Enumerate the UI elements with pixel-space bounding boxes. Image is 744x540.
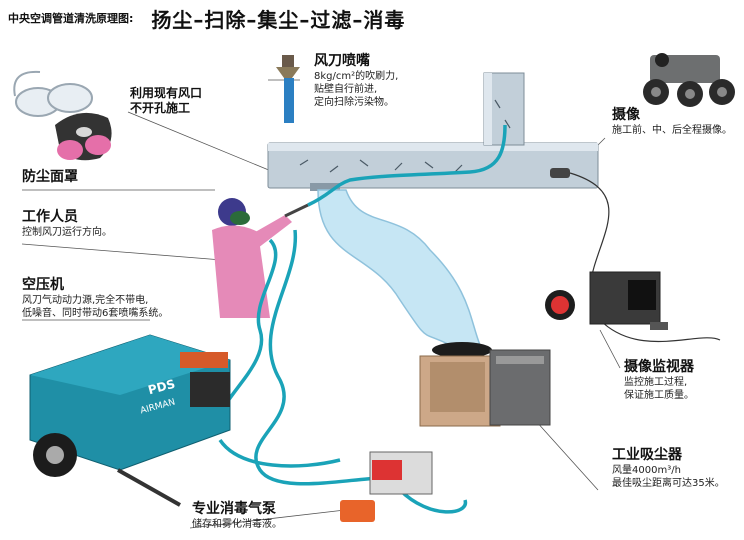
monitor-line-1: 监控施工过程, — [624, 377, 688, 388]
goggles-image — [13, 70, 93, 117]
label-vacuum: 工业吸尘器 风量4000m³/h 最佳吸尘距离可达35米。 — [612, 446, 725, 490]
label-nozzle: 风刀喷嘴 8kg/cm²的吹刷力, 贴壁自行前进, 定向扫除污染物。 — [314, 52, 398, 109]
camera-robot-image — [550, 53, 735, 178]
diagram-header: 中央空调管道清洗原理图: 扬尘–扫除–集尘–过滤–消毒 — [8, 8, 405, 32]
vacuum-line-2: 最佳吸尘距离可达35米。 — [612, 478, 725, 489]
label-compressor: 空压机 风刀气动动力源,完全不带电, 低噪音、同时带动6套喷嘴系统。 — [22, 276, 168, 320]
label-mask: 防尘面罩 — [22, 168, 78, 186]
compressor-line-2: 低噪音、同时带动6套喷嘴系统。 — [22, 308, 169, 319]
pump-title: 专业消毒气泵 — [192, 501, 276, 517]
monitor-line-2: 保证施工质量。 — [624, 390, 694, 401]
worker-title: 工作人员 — [22, 209, 78, 225]
pump-line-1: 储存和雾化消毒液。 — [192, 519, 282, 530]
camera-line-1: 施工前、中、后全程摄像。 — [612, 125, 732, 136]
nozzle-line-3: 定向扫除污染物。 — [314, 97, 394, 108]
nozzle-line-2: 贴壁自行前进, — [314, 84, 378, 95]
nozzle-line-1: 8kg/cm²的吹刷力, — [314, 71, 399, 82]
worker-image — [212, 198, 309, 318]
vacuum-line-1: 风量4000m³/h — [612, 465, 681, 476]
air-knife-nozzle-image — [276, 55, 300, 123]
monitor-title: 摄像监视器 — [624, 359, 694, 375]
air-compressor-image — [29, 334, 231, 507]
industrial-vacuum-image — [419, 342, 551, 427]
monitor-station-image — [545, 271, 668, 330]
mask-title: 防尘面罩 — [22, 169, 78, 185]
label-pump: 专业消毒气泵 储存和雾化消毒液。 — [192, 500, 282, 531]
air-hoses — [218, 124, 507, 514]
label-existing-vent: 利用现有风口 不开孔施工 — [130, 86, 202, 116]
vacuum-title: 工业吸尘器 — [612, 447, 682, 463]
label-monitor: 摄像监视器 监控施工过程, 保证施工质量。 — [624, 358, 694, 402]
existing-vent-line-1: 利用现有风口 — [130, 86, 203, 100]
header-title: 扬尘–扫除–集尘–过滤–消毒 — [151, 7, 406, 32]
existing-vent-line-2: 不开孔施工 — [130, 101, 191, 115]
label-camera: 摄像 施工前、中、后全程摄像。 — [612, 106, 732, 137]
compressor-line-1: 风刀气动动力源,完全不带电, — [22, 295, 149, 306]
nozzle-title: 风刀喷嘴 — [314, 53, 370, 69]
flexible-duct — [317, 189, 482, 346]
label-worker: 工作人员 控制风刀运行方向。 — [22, 208, 112, 239]
respirator-mask-image — [55, 112, 112, 161]
header-subtitle: 中央空调管道清洗原理图: — [8, 12, 134, 25]
compressor-title: 空压机 — [22, 277, 64, 293]
camera-title: 摄像 — [612, 107, 640, 123]
disinfect-pump-image — [340, 451, 433, 522]
worker-line-1: 控制风刀运行方向。 — [22, 227, 112, 238]
